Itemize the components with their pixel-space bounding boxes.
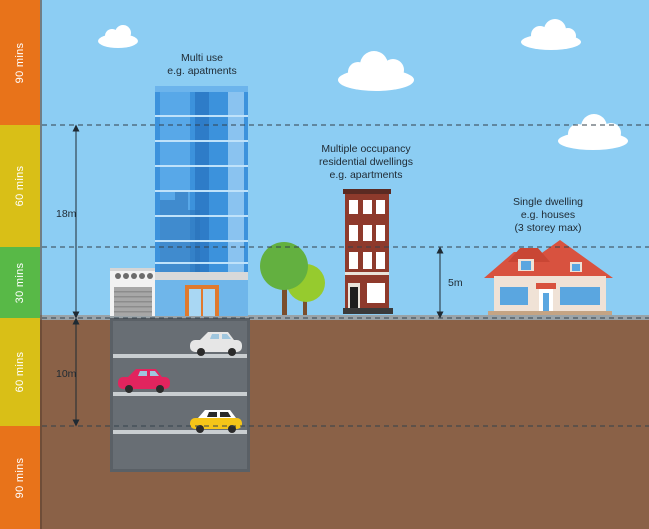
- ground: [0, 318, 649, 529]
- multiple-occupancy-line1: Multiple occupancy: [321, 143, 411, 155]
- car-icon: [118, 369, 170, 393]
- dimension-label-5m: 5m: [448, 277, 463, 289]
- single-dwelling-title: Single dwelling: [512, 196, 584, 208]
- multi-use-label: Multi use e.g. apatments: [150, 52, 254, 78]
- fire-rating-band: [0, 0, 40, 125]
- tower-building: [155, 86, 248, 316]
- cloud-icon: [338, 51, 414, 91]
- multi-use-example: e.g. apatments: [167, 65, 237, 77]
- multiple-occupancy-label: Multiple occupancy residential dwellings…: [300, 143, 432, 182]
- fire-rating-band-label: 60 mins: [14, 165, 26, 207]
- cloud-icon: [98, 25, 138, 48]
- fire-rating-band: [0, 247, 40, 318]
- fire-rating-band: [0, 426, 40, 529]
- fire-rating-band-label: 90 mins: [14, 42, 26, 83]
- garage-building: [110, 268, 156, 316]
- fire-rating-band-label: 60 mins: [14, 351, 26, 393]
- fire-rating-band-label: 30 mins: [14, 262, 26, 303]
- fire-rating-band: [0, 125, 40, 247]
- cloud-icon: [558, 114, 628, 150]
- fire-rating-band: [0, 318, 40, 426]
- multi-use-title: Multi use: [180, 52, 223, 64]
- single-dwelling-label: Single dwelling e.g. houses (3 storey ma…: [492, 196, 604, 235]
- fire-rating-band-label: 90 mins: [14, 457, 26, 498]
- single-dwelling-note: (3 storey max): [514, 222, 582, 234]
- tree-icon: [260, 242, 308, 315]
- fire-rating-bands: [0, 0, 40, 529]
- cloud-icon: [521, 19, 581, 50]
- bands-edge-line: [40, 0, 42, 529]
- dimension-label-10m: 10m: [56, 368, 77, 380]
- townhouse-building: [343, 189, 393, 314]
- dimension-label-18m: 18m: [56, 208, 77, 220]
- dashed-level-lines: [42, 124, 649, 427]
- multiple-occupancy-line2: residential dwellings: [319, 156, 413, 168]
- car-icon: [190, 332, 242, 356]
- car-icon: [190, 410, 242, 433]
- single-dwelling-example: e.g. houses: [520, 209, 576, 221]
- house-building: [484, 240, 613, 315]
- multiple-occupancy-example: e.g. apartments: [329, 169, 403, 181]
